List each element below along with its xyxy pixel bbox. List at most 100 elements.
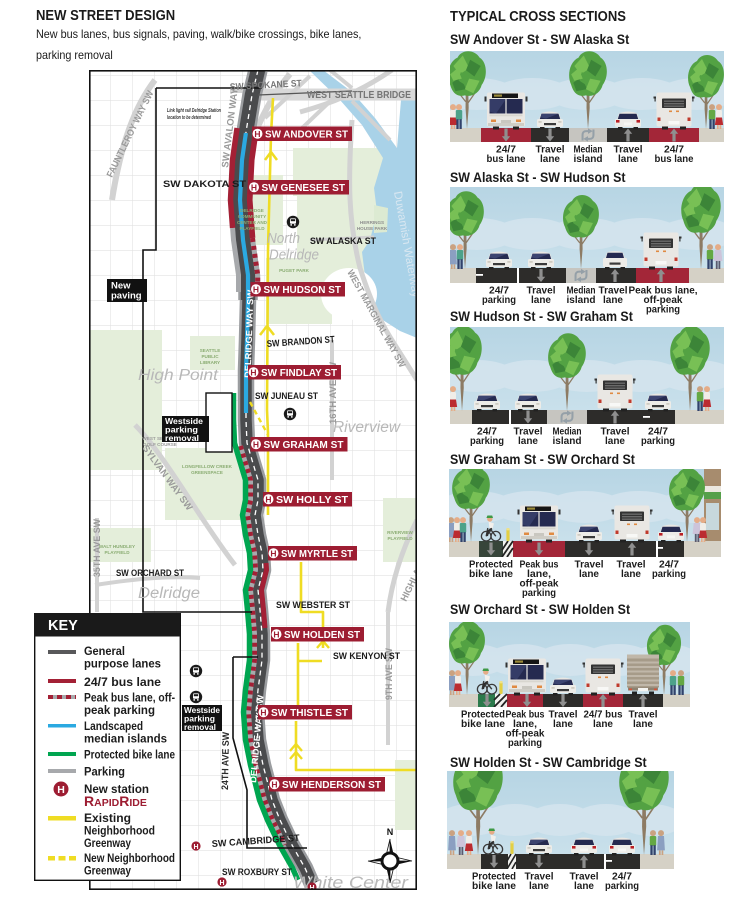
svg-text:bus lane: bus lane xyxy=(655,154,694,165)
svg-text:Link light rail Delridge Stati: Link light rail Delridge Station xyxy=(167,108,221,114)
svg-text:parking: parking xyxy=(522,588,556,599)
svg-text:SW JUNEAU ST: SW JUNEAU ST xyxy=(255,391,318,402)
svg-text:New Neighborhood: New Neighborhood xyxy=(84,851,175,865)
svg-text:SW ORCHARD ST: SW ORCHARD ST xyxy=(116,568,184,579)
svg-text:White Center: White Center xyxy=(293,873,410,890)
svg-text:Travel: Travel xyxy=(599,286,628,297)
svg-text:Median: Median xyxy=(567,286,596,297)
svg-text:PLAYFIELD: PLAYFIELD xyxy=(104,550,130,555)
svg-text:Median: Median xyxy=(574,145,603,156)
svg-text:Travel: Travel xyxy=(570,872,599,883)
svg-text:PUGET PARK: PUGET PARK xyxy=(279,268,309,273)
svg-text:removal: removal xyxy=(184,722,216,732)
svg-text:General: General xyxy=(84,644,125,658)
svg-text:Neighborhood: Neighborhood xyxy=(84,824,155,838)
svg-text:SW FINDLAY ST: SW FINDLAY ST xyxy=(261,367,338,379)
svg-text:lane: lane xyxy=(618,154,638,165)
svg-text:16TH AVE SW: 16TH AVE SW xyxy=(328,362,339,424)
svg-text:24/7: 24/7 xyxy=(612,872,632,883)
svg-text:Travel: Travel xyxy=(617,560,646,571)
svg-text:H: H xyxy=(57,784,65,796)
svg-text:New: New xyxy=(111,281,131,292)
svg-text:24/7: 24/7 xyxy=(477,427,497,438)
svg-text:off-peak: off-peak xyxy=(520,579,559,590)
svg-text:RIVERVIEW: RIVERVIEW xyxy=(387,530,413,535)
svg-text:24/7: 24/7 xyxy=(489,286,509,297)
svg-text:Parking: Parking xyxy=(84,765,125,779)
svg-text:Protected: Protected xyxy=(461,710,505,721)
svg-text:bike lane: bike lane xyxy=(469,569,513,580)
svg-text:SW KENYON ST: SW KENYON ST xyxy=(333,651,400,662)
svg-text:median islands: median islands xyxy=(84,732,167,746)
svg-text:SW THISTLE ST: SW THISTLE ST xyxy=(271,707,349,719)
svg-text:24/7: 24/7 xyxy=(664,145,684,156)
svg-text:24/7: 24/7 xyxy=(659,560,679,571)
svg-text:SW WEBSTER ST: SW WEBSTER ST xyxy=(276,600,350,611)
svg-text:peak parking: peak parking xyxy=(84,703,155,717)
svg-text:KEY: KEY xyxy=(48,618,78,634)
svg-text:24/7: 24/7 xyxy=(648,427,668,438)
svg-text:Peak bus lane,: Peak bus lane, xyxy=(629,286,698,297)
svg-text:North: North xyxy=(267,231,300,247)
svg-text:SW ANDOVER ST: SW ANDOVER ST xyxy=(265,129,349,141)
svg-text:H: H xyxy=(260,707,266,717)
svg-text:Peak bus: Peak bus xyxy=(520,560,559,571)
svg-text:lane: lane xyxy=(593,719,613,730)
svg-text:PLAYFIELD: PLAYFIELD xyxy=(387,536,413,541)
svg-text:Protected bike lane: Protected bike lane xyxy=(84,748,175,762)
svg-text:Travel: Travel xyxy=(575,560,604,571)
svg-text:purpose lanes: purpose lanes xyxy=(84,657,161,671)
svg-text:lane: lane xyxy=(633,719,653,730)
svg-text:H: H xyxy=(253,439,259,449)
svg-text:Peak bus: Peak bus xyxy=(506,710,545,721)
svg-text:DELRIDGE WAY SW: DELRIDGE WAY SW xyxy=(243,289,256,378)
svg-text:H: H xyxy=(265,494,271,504)
svg-text:SW MYRTLE ST: SW MYRTLE ST xyxy=(281,548,354,560)
svg-text:removal: removal xyxy=(165,433,199,443)
svg-text:SW DAKOTA ST: SW DAKOTA ST xyxy=(163,179,246,190)
svg-text:Protected: Protected xyxy=(472,872,516,883)
svg-text:location to be determined: location to be determined xyxy=(167,115,211,121)
svg-text:parking: parking xyxy=(470,436,504,447)
svg-text:lane: lane xyxy=(531,295,551,306)
svg-text:WEST SEATTLE: WEST SEATTLE xyxy=(142,436,177,441)
svg-text:SW HUDSON ST: SW HUDSON ST xyxy=(264,284,342,296)
svg-text:Existing: Existing xyxy=(84,811,131,825)
svg-text:bike lane: bike lane xyxy=(472,881,516,892)
svg-text:parking: parking xyxy=(605,881,639,892)
svg-text:24/7: 24/7 xyxy=(496,145,516,156)
svg-text:High Point: High Point xyxy=(138,367,219,384)
svg-text:Travel: Travel xyxy=(536,145,565,156)
svg-text:COMMUNITY: COMMUNITY xyxy=(238,214,266,219)
svg-text:Greenway: Greenway xyxy=(84,864,131,878)
svg-text:WEST SEATTLE BRIDGE: WEST SEATTLE BRIDGE xyxy=(307,89,411,101)
svg-text:lane: lane xyxy=(603,295,623,306)
svg-text:H: H xyxy=(273,629,279,639)
svg-text:CENTER AND: CENTER AND xyxy=(237,220,268,225)
svg-text:parking: parking xyxy=(646,305,680,316)
svg-text:GOLF COURSE: GOLF COURSE xyxy=(143,442,177,447)
svg-text:lane: lane xyxy=(579,569,599,580)
svg-text:lane: lane xyxy=(574,881,594,892)
svg-text:H: H xyxy=(251,182,257,192)
svg-text:Median: Median xyxy=(553,427,582,438)
svg-text:35TH AVE SW: 35TH AVE SW xyxy=(92,519,103,577)
svg-text:Greenway: Greenway xyxy=(84,836,131,850)
svg-text:island: island xyxy=(567,295,596,306)
svg-text:PLAYFIELD: PLAYFIELD xyxy=(239,226,265,231)
svg-text:SW HOLLY ST: SW HOLLY ST xyxy=(276,494,349,506)
svg-text:lane: lane xyxy=(605,436,625,447)
svg-text:H: H xyxy=(270,548,276,558)
svg-text:lane,: lane, xyxy=(513,719,537,730)
svg-text:parking: parking xyxy=(652,569,686,580)
svg-text:Delridge: Delridge xyxy=(138,585,200,602)
svg-text:bike lane: bike lane xyxy=(461,719,505,730)
svg-text:SW SPOKANE ST: SW SPOKANE ST xyxy=(230,78,303,93)
svg-text:LIBRARY: LIBRARY xyxy=(200,360,220,365)
svg-text:Travel: Travel xyxy=(629,710,658,721)
svg-text:island: island xyxy=(574,154,603,165)
svg-text:Westside: Westside xyxy=(184,705,220,715)
svg-text:lane: lane xyxy=(540,154,560,165)
svg-text:SW HOLDEN ST: SW HOLDEN ST xyxy=(284,629,361,641)
svg-text:9TH AVE SW: 9TH AVE SW xyxy=(384,648,395,700)
